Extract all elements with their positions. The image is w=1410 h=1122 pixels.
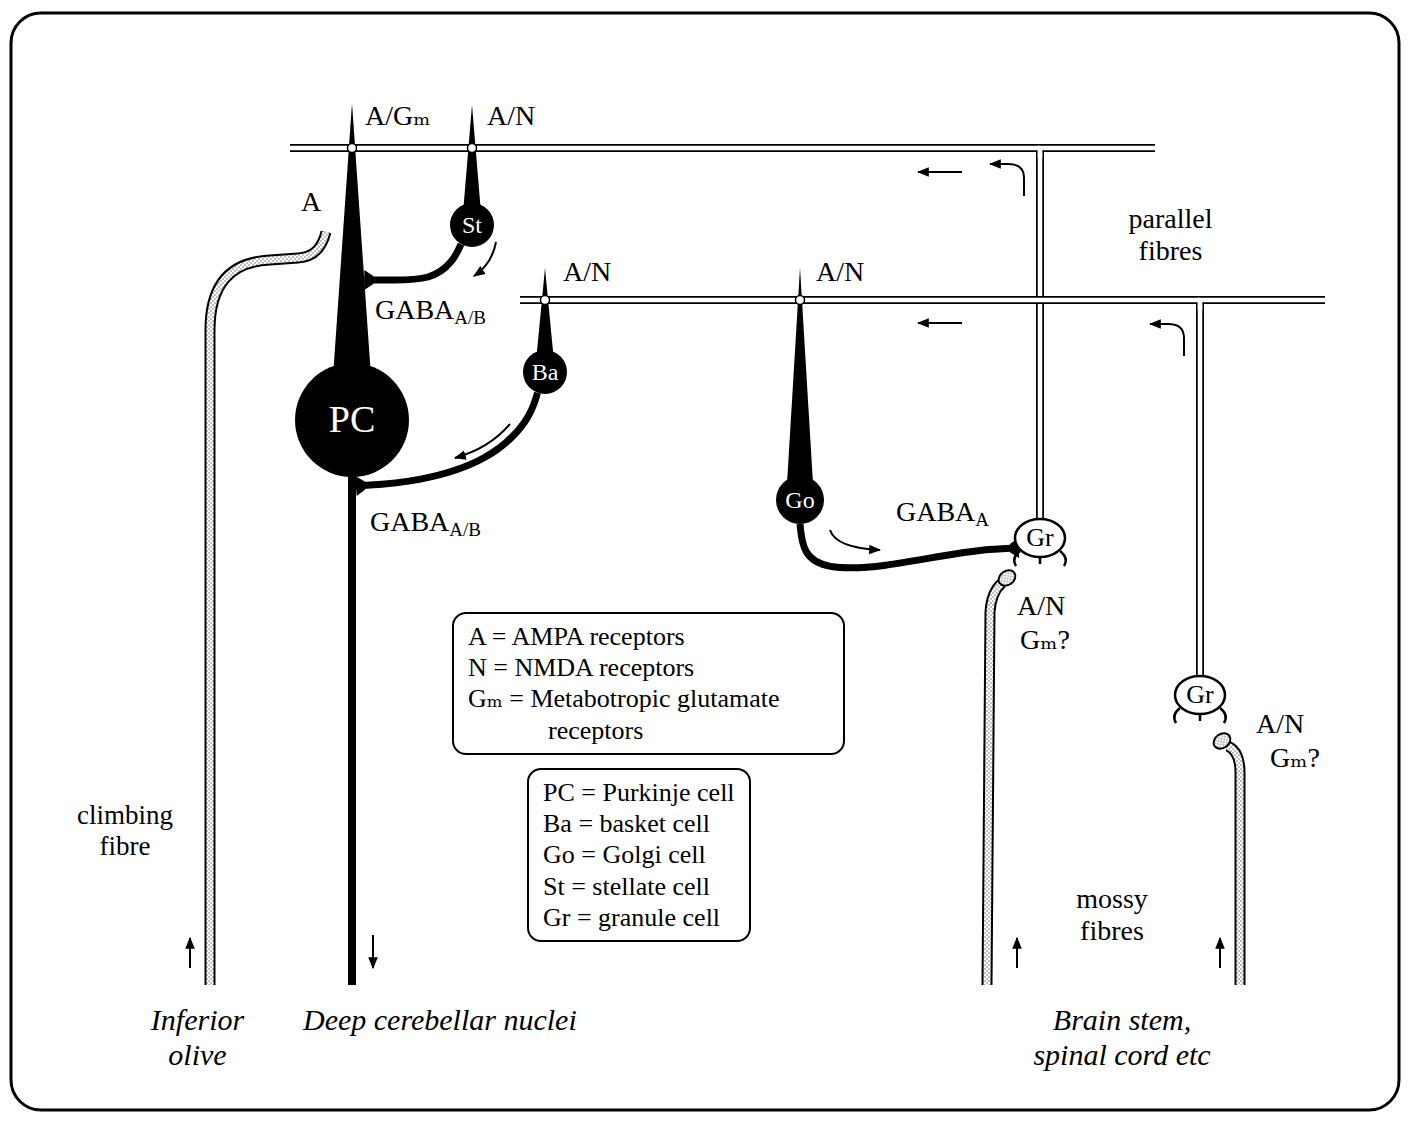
synapse-contact	[541, 296, 550, 305]
cell-body	[1175, 676, 1225, 714]
fibre-outline	[355, 148, 1040, 519]
transmitter-label: GABA	[370, 506, 449, 538]
key-entry: Gr = granule cell	[543, 902, 735, 933]
cell-name: PC	[329, 397, 375, 443]
golgi-cell: Go	[775, 268, 825, 525]
fibre-label: parallel fibres	[1113, 203, 1228, 267]
granule-cell: Gr	[1008, 514, 1072, 568]
cell-body	[523, 350, 567, 394]
source-label: Inferior olive	[135, 1003, 260, 1072]
key-entry: A = AMPA receptors	[468, 621, 829, 652]
synapse-contact	[796, 296, 805, 305]
axon	[348, 420, 356, 985]
receptor-label: Gₘ?	[1020, 624, 1070, 656]
synapse-contact	[468, 144, 477, 153]
cell-body	[295, 363, 409, 477]
parallel-fibre	[476, 148, 1040, 519]
fibre-core	[802, 300, 1200, 676]
fibre-core	[355, 148, 1040, 519]
fibre-core	[476, 148, 1040, 519]
dendrite-claw	[1174, 708, 1226, 723]
key-entry: Go = Golgi cell	[543, 839, 735, 870]
transmitter-subscript: A/B	[454, 307, 486, 329]
receptor-label: A	[301, 186, 321, 218]
granule-cell: Gr	[1168, 671, 1232, 725]
key-entry: St = stellate cell	[543, 871, 735, 902]
parallel-fibre-extension	[290, 146, 1325, 310]
basket-cell: Ba	[522, 268, 568, 395]
transmitter-subscript: A	[975, 509, 989, 531]
key-entry: Gₘ = Metabotropic glutamate receptors	[468, 683, 829, 745]
mossy-fibre	[987, 567, 1018, 985]
inhibitory-axon	[800, 524, 1019, 568]
dendrite	[786, 268, 814, 500]
parallel-fibre	[802, 300, 1200, 676]
cell-outline	[775, 268, 825, 525]
receptor-label: A/Gₘ	[365, 100, 430, 132]
fibre-outline	[476, 148, 1040, 519]
key-entry: N = NMDA receptors	[468, 652, 829, 683]
mossy-fibre	[1211, 730, 1240, 985]
transmitter-label: GABA	[896, 496, 975, 528]
source-label: Brain stem, spinal cord etc	[1022, 1003, 1222, 1072]
receptor-label: A/N	[1017, 590, 1065, 622]
cell-body	[1015, 519, 1065, 557]
purkinje-cell: PC	[293, 103, 411, 985]
receptor-label: A/N	[816, 256, 864, 288]
receptor-label: A/N	[487, 100, 535, 132]
axon-path	[800, 524, 1019, 568]
cell-name: Gr	[1186, 679, 1213, 710]
synapse-contact	[348, 144, 357, 153]
receptor-key: A = AMPA receptorsN = NMDA receptorsGₘ =…	[452, 612, 845, 755]
cell-name: Gr	[1026, 522, 1053, 553]
frame	[11, 13, 1399, 1110]
axon-path	[364, 244, 461, 280]
receptor-label: A/N	[563, 256, 611, 288]
climbing-fibre	[210, 232, 326, 985]
cell-name: Go	[785, 486, 814, 515]
transmitter-label: GABA	[375, 294, 454, 326]
fibre-outline	[802, 300, 1200, 676]
fibre-label: climbing fibre	[65, 800, 185, 862]
cell-name: St	[462, 211, 482, 240]
cell-outline	[293, 103, 411, 985]
transmitter-subscript: A/B	[449, 519, 481, 541]
key-entry: Ba = basket cell	[543, 808, 735, 839]
cell-body	[450, 203, 494, 247]
fibre-label: mossy fibres	[1062, 883, 1162, 947]
parallel-fibre	[355, 148, 1040, 519]
cell-name: Ba	[532, 358, 559, 387]
dendrite-claw	[1014, 551, 1066, 566]
cell-body	[776, 476, 824, 524]
inhibitory-axon	[364, 244, 461, 280]
target-label: Deep cerebellar nuclei	[303, 1003, 577, 1038]
receptor-label: A/N	[1256, 708, 1304, 740]
receptor-label: Gₘ?	[1270, 742, 1320, 774]
key-entry: PC = Purkinje cell	[543, 777, 735, 808]
cell-key: PC = Purkinje cellBa = basket cellGo = G…	[527, 768, 751, 942]
